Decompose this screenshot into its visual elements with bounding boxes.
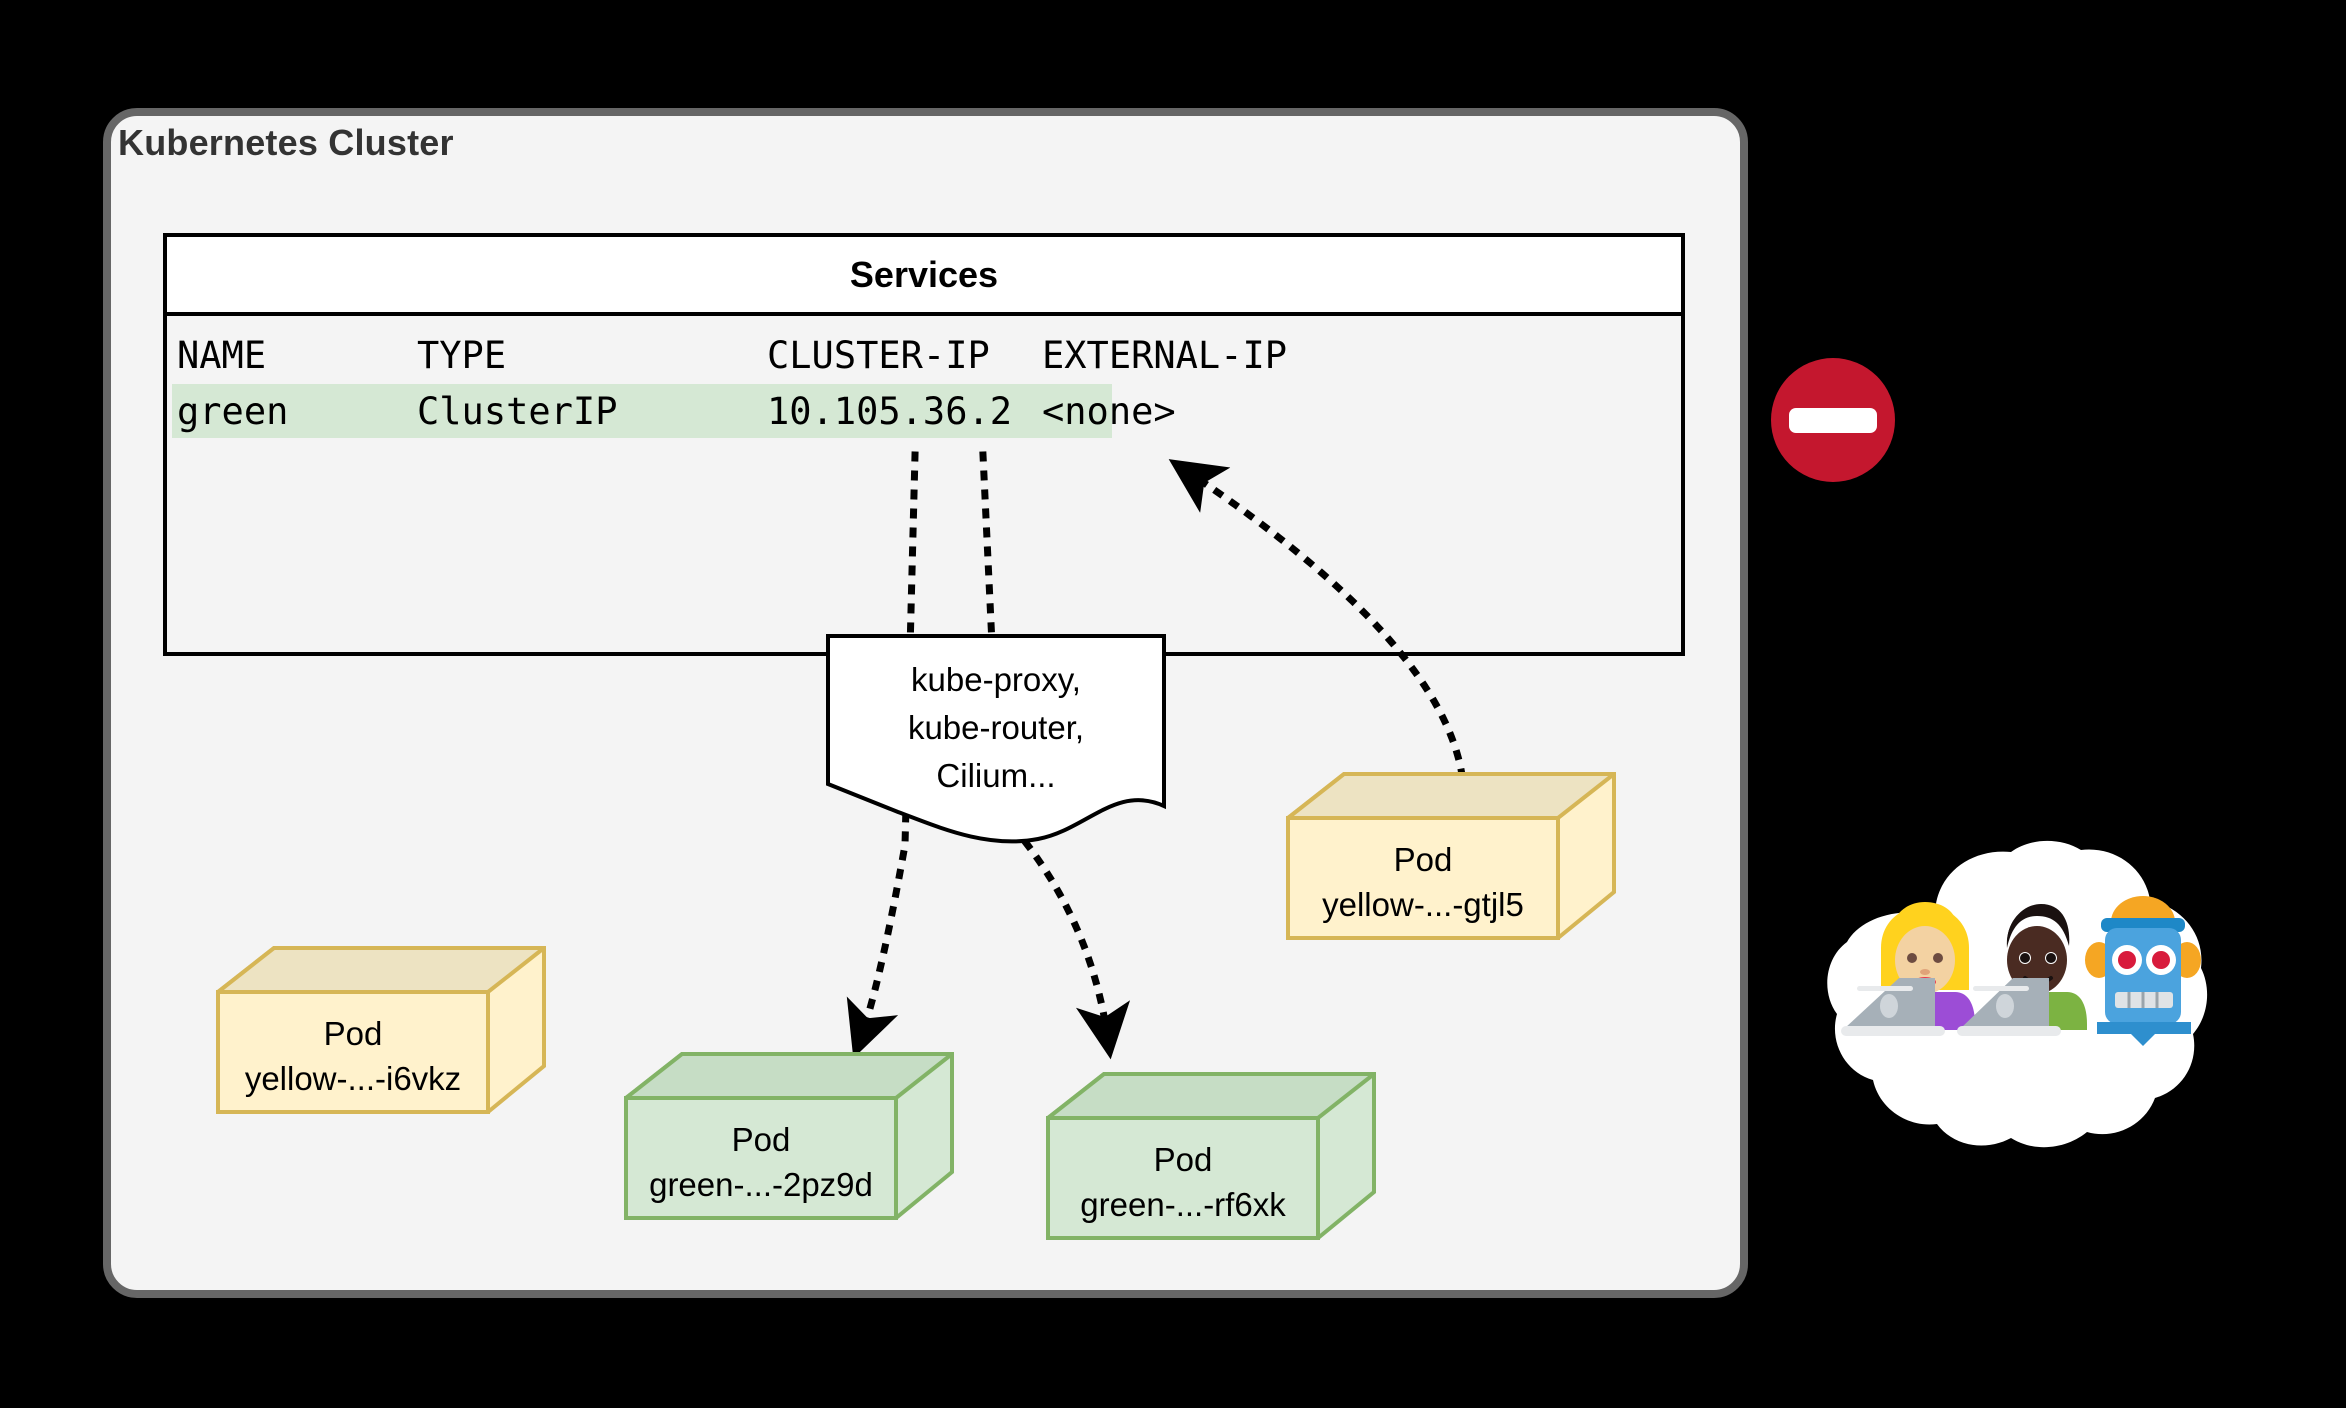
services-table-body: NAME TYPE CLUSTER-IP EXTERNAL-IP green C… bbox=[167, 316, 1681, 656]
services-table: Services NAME TYPE CLUSTER-IP EXTERNAL-I… bbox=[163, 233, 1685, 656]
man-technologist-emoji bbox=[1957, 904, 2087, 1036]
callout-text: kube-proxy, kube-router, Cilium... bbox=[826, 656, 1166, 800]
pod-green-2pz9d[interactable]: Pod green-...-2pz9d bbox=[624, 1052, 954, 1222]
services-table-header: Services bbox=[167, 237, 1681, 316]
table-row: green ClusterIP 10.105.36.2 <none> bbox=[167, 384, 1681, 440]
woman-technologist-emoji bbox=[1841, 902, 1975, 1036]
cell-external-ip: <none> bbox=[1042, 390, 1176, 433]
table-column-header-row: NAME TYPE CLUSTER-IP EXTERNAL-IP bbox=[167, 328, 1681, 384]
pod-yellow-gtjl5[interactable]: Pod yellow-...-gtjl5 bbox=[1286, 772, 1616, 942]
cloud-users-icon bbox=[1815, 840, 2215, 1160]
column-header-name: NAME bbox=[177, 334, 267, 377]
pod-green-rf6xk[interactable]: Pod green-...-rf6xk bbox=[1046, 1072, 1376, 1242]
callout-line-3: Cilium... bbox=[936, 757, 1056, 794]
services-title: Services bbox=[849, 253, 999, 295]
robot-emoji bbox=[2085, 896, 2201, 1046]
cell-service-type: ClusterIP bbox=[417, 390, 618, 433]
no-entry-bar bbox=[1789, 408, 1877, 433]
network-implementations-callout: kube-proxy, kube-router, Cilium... bbox=[826, 634, 1166, 849]
cell-cluster-ip: 10.105.36.2 bbox=[767, 390, 1013, 433]
cell-service-name: green bbox=[177, 390, 289, 433]
pod-yellow-i6vkz[interactable]: Pod yellow-...-i6vkz bbox=[216, 946, 546, 1116]
callout-line-2: kube-router, bbox=[907, 709, 1085, 746]
cluster-title: Kubernetes Cluster bbox=[118, 122, 454, 163]
callout-line-1: kube-proxy, bbox=[911, 661, 1081, 698]
column-header-external-ip: EXTERNAL-IP bbox=[1042, 334, 1288, 377]
row-highlight bbox=[172, 384, 1112, 438]
column-header-type: TYPE bbox=[417, 334, 507, 377]
column-header-cluster-ip: CLUSTER-IP bbox=[767, 334, 990, 377]
no-entry-sign-icon bbox=[1771, 358, 1895, 482]
